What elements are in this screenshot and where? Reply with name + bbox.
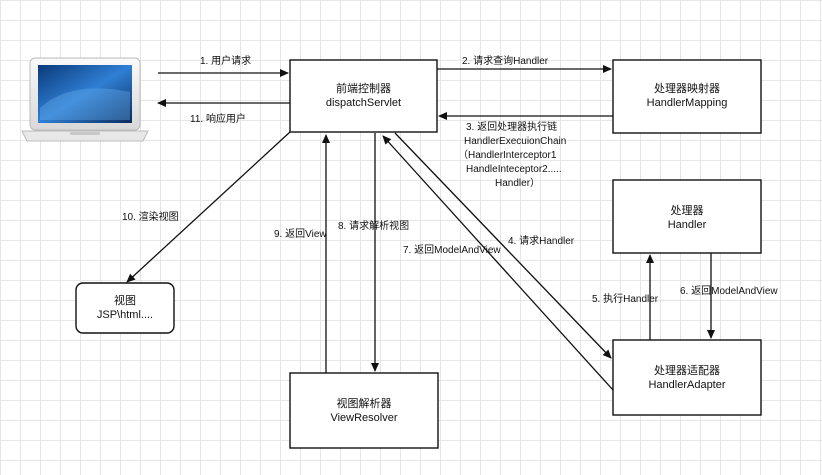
edge-3-label-line5: Handler） xyxy=(495,177,540,189)
edge-2-query-handler: 2. 请求查询Handler xyxy=(437,54,612,73)
edge-3-label-line1: 3. 返回处理器执行链 xyxy=(466,120,557,133)
handler-mapping-title: 处理器映射器 xyxy=(654,81,720,95)
edge-7-label: 7. 返回ModelAndView xyxy=(403,244,501,256)
view-title: 视图 xyxy=(114,293,136,307)
edge-9-return-view: 9. 返回View xyxy=(274,134,330,373)
edge-9-label: 9. 返回View xyxy=(274,228,327,240)
front-controller-box: 前端控制器 dispatchServlet xyxy=(289,59,438,133)
view-subtitle: JSP\html.... xyxy=(97,309,153,321)
view-box: 视图 JSP\html.... xyxy=(75,282,175,334)
edge-6-return-model-and-view: 6. 返回ModelAndView xyxy=(680,253,778,339)
handler-title: 处理器 xyxy=(671,204,704,217)
edge-3-label-line4: HandleInteceptor2..... xyxy=(466,164,562,175)
handler-box: 处理器 Handler xyxy=(612,179,762,254)
view-resolver-title: 视图解析器 xyxy=(337,396,392,410)
edge-10-label: 10. 渲染视图 xyxy=(122,210,179,223)
handler-adapter-box: 处理器适配器 HandlerAdapter xyxy=(612,339,762,416)
edge-7-return-model-and-view: 7. 返回ModelAndView xyxy=(382,135,614,391)
view-resolver-box: 视图解析器 ViewResolver xyxy=(289,372,439,449)
handler-mapping-box: 处理器映射器 HandlerMapping xyxy=(612,59,762,134)
edge-11-respond-user: 11. 响应用户 xyxy=(157,99,290,125)
edge-6-label: 6. 返回ModelAndView xyxy=(680,285,778,297)
edge-1-user-request: 1. 用户请求 xyxy=(158,54,289,77)
edge-11-label: 11. 响应用户 xyxy=(190,112,246,125)
edge-2-label: 2. 请求查询Handler xyxy=(462,54,549,67)
laptop-icon xyxy=(21,57,149,142)
edge-10-render-view: 10. 渲染视图 xyxy=(122,131,291,283)
edge-4-label: 4. 请求Handler xyxy=(508,234,575,247)
handler-subtitle: Handler xyxy=(668,219,707,231)
edge-3-return-chain: 3. 返回处理器执行链 HandlerExecuionChain （Handle… xyxy=(438,112,613,189)
edge-1-label: 1. 用户请求 xyxy=(200,54,251,67)
handler-adapter-subtitle: HandlerAdapter xyxy=(648,379,725,391)
front-controller-title: 前端控制器 xyxy=(336,81,391,95)
edge-3-label-line2: HandlerExecuionChain xyxy=(464,136,566,147)
front-controller-subtitle: dispatchServlet xyxy=(326,97,401,109)
edge-8-label: 8. 请求解析视图 xyxy=(338,219,409,232)
edge-4-request-handler: 4. 请求Handler xyxy=(394,132,612,359)
view-resolver-subtitle: ViewResolver xyxy=(330,412,397,424)
handler-adapter-title: 处理器适配器 xyxy=(654,364,720,377)
edge-3-label-line3: （HandlerInterceptor1 xyxy=(458,149,557,161)
handler-mapping-subtitle: HandlerMapping xyxy=(647,97,728,109)
edge-8-request-view-resolve: 8. 请求解析视图 xyxy=(338,133,409,372)
edge-5-execute-handler: 5. 执行Handler xyxy=(592,254,659,340)
edge-5-label: 5. 执行Handler xyxy=(592,292,659,305)
